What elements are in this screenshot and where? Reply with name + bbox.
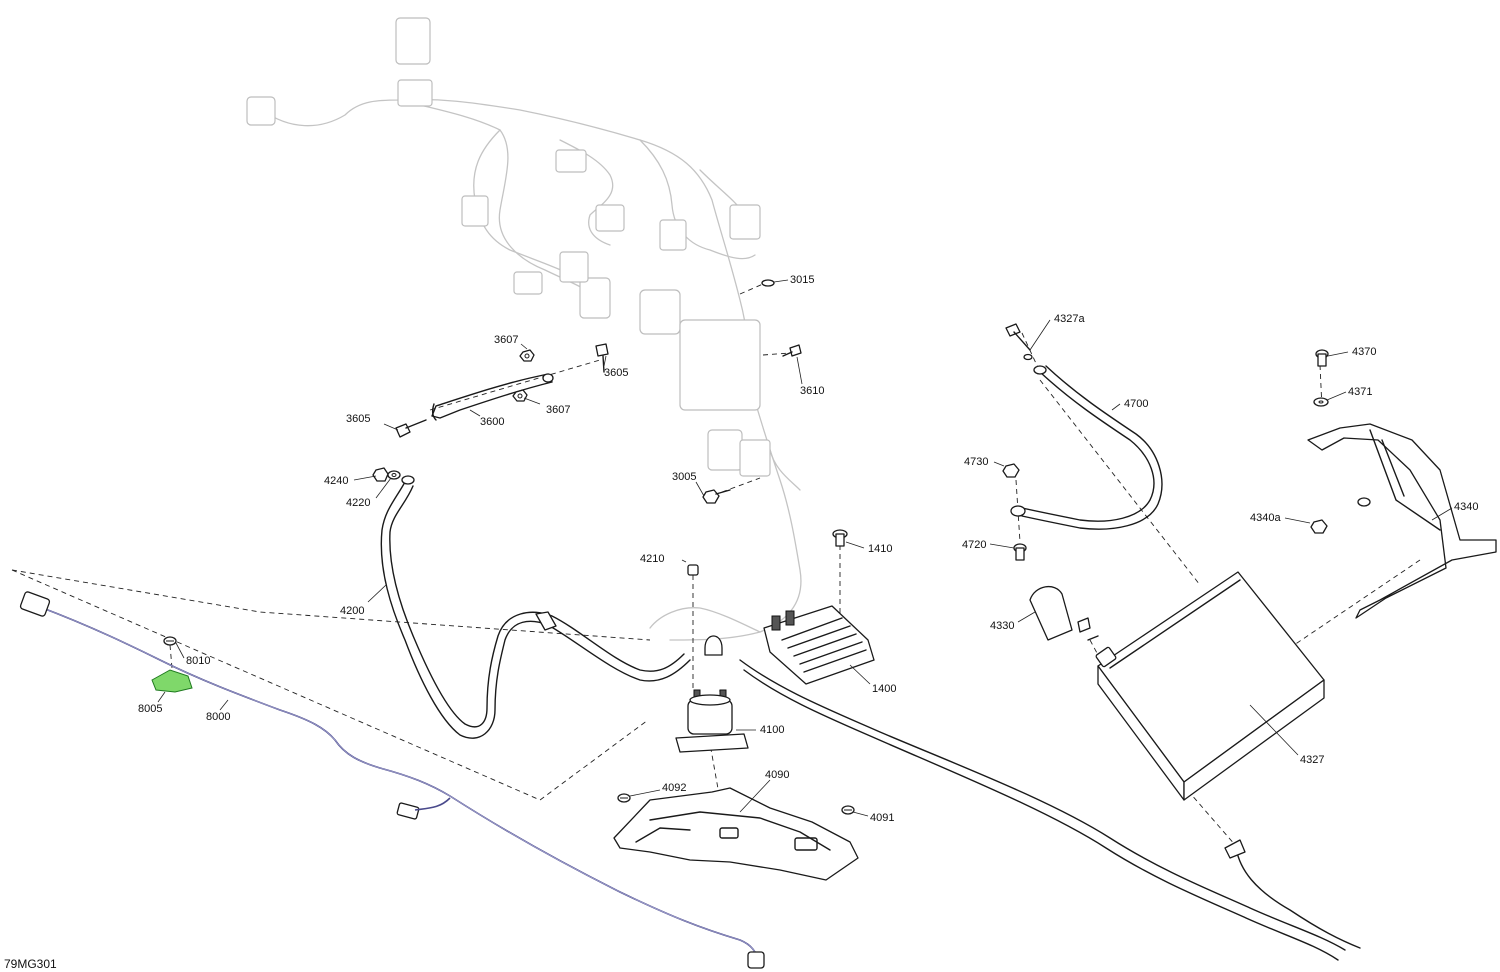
callout-8005: 8005 [138, 703, 162, 715]
bolt-4370 [1315, 349, 1329, 367]
callout-3015: 3015 [790, 274, 814, 286]
callout-4327a: 4327a [1054, 313, 1085, 325]
bolt-3005 [702, 489, 731, 504]
callout-4720: 4720 [962, 539, 986, 551]
callout-4240: 4240 [324, 475, 348, 487]
callout-3605-left: 3605 [346, 413, 370, 425]
callout-4327: 4327 [1300, 754, 1324, 766]
nut-3607-top [519, 349, 535, 362]
nut-4240 [372, 467, 389, 482]
sensor-wire-8000 [19, 591, 765, 969]
bolt-4720 [1013, 543, 1027, 561]
starter-solenoid-4100 [675, 689, 749, 753]
callout-4092: 4092 [662, 782, 686, 794]
callout-4090: 4090 [765, 769, 789, 781]
callout-3605-right: 3605 [604, 367, 628, 379]
battery-4327 [1095, 571, 1325, 801]
callout-3005: 3005 [672, 471, 696, 483]
callout-leaders [157, 279, 1453, 817]
bolt-3605-right [595, 343, 609, 373]
callout-1410: 1410 [868, 543, 892, 555]
washer-4371 [1313, 397, 1329, 407]
main-wiring-harness-ghost [246, 17, 802, 641]
nut-4730 [1002, 463, 1020, 478]
bolt-4327a [1005, 323, 1033, 361]
negative-cable-4700 [1010, 365, 1163, 530]
callout-8010: 8010 [186, 655, 210, 667]
callout-4330: 4330 [990, 620, 1014, 632]
callout-4210: 4210 [640, 553, 664, 565]
callout-4730: 4730 [964, 456, 988, 468]
voltage-regulator-1400 [763, 605, 875, 685]
screw-4092 [617, 793, 631, 803]
screw-4091 [841, 805, 855, 815]
callout-3607-top: 3607 [494, 334, 518, 346]
bolt-3605-left [395, 419, 427, 438]
strap-bracket-3600 [431, 373, 554, 421]
terminal-cap-4210 [687, 564, 699, 576]
callout-4100: 4100 [760, 724, 784, 736]
screw-1410 [832, 529, 848, 547]
callout-4200: 4200 [340, 605, 364, 617]
rubber-boot [704, 635, 723, 656]
battery-cable-4200 [380, 475, 691, 739]
callout-8000: 8000 [206, 711, 230, 723]
nut-4340a [1310, 519, 1328, 534]
solenoid-tray-4090 [613, 787, 859, 881]
callout-4700: 4700 [1124, 398, 1148, 410]
callout-1400: 1400 [872, 683, 896, 695]
washer-4220 [387, 470, 401, 480]
callout-labels: 3015 3607 3605 3610 3605 3600 3607 4240 … [138, 274, 1478, 824]
wire-clip-8005 [151, 669, 193, 693]
terminal-boot-4330 [1029, 586, 1099, 641]
callout-3607-bottom: 3607 [546, 404, 570, 416]
figure-code: 79MG301 [4, 957, 57, 971]
callout-4340: 4340 [1454, 501, 1478, 513]
callout-4091: 4091 [870, 812, 894, 824]
callout-3600: 3600 [480, 416, 504, 428]
positive-cable [739, 659, 1361, 961]
screw-8010 [163, 636, 177, 646]
callout-4220: 4220 [346, 497, 370, 509]
callout-4370: 4370 [1352, 346, 1376, 358]
callout-3610: 3610 [800, 385, 824, 397]
nut-3607-bottom [512, 389, 528, 402]
callout-4340a: 4340a [1250, 512, 1281, 524]
callout-4371: 4371 [1348, 386, 1372, 398]
battery-holddown-4340 [1307, 423, 1497, 619]
screw-3015 [761, 279, 775, 287]
screw-3610 [782, 344, 802, 357]
